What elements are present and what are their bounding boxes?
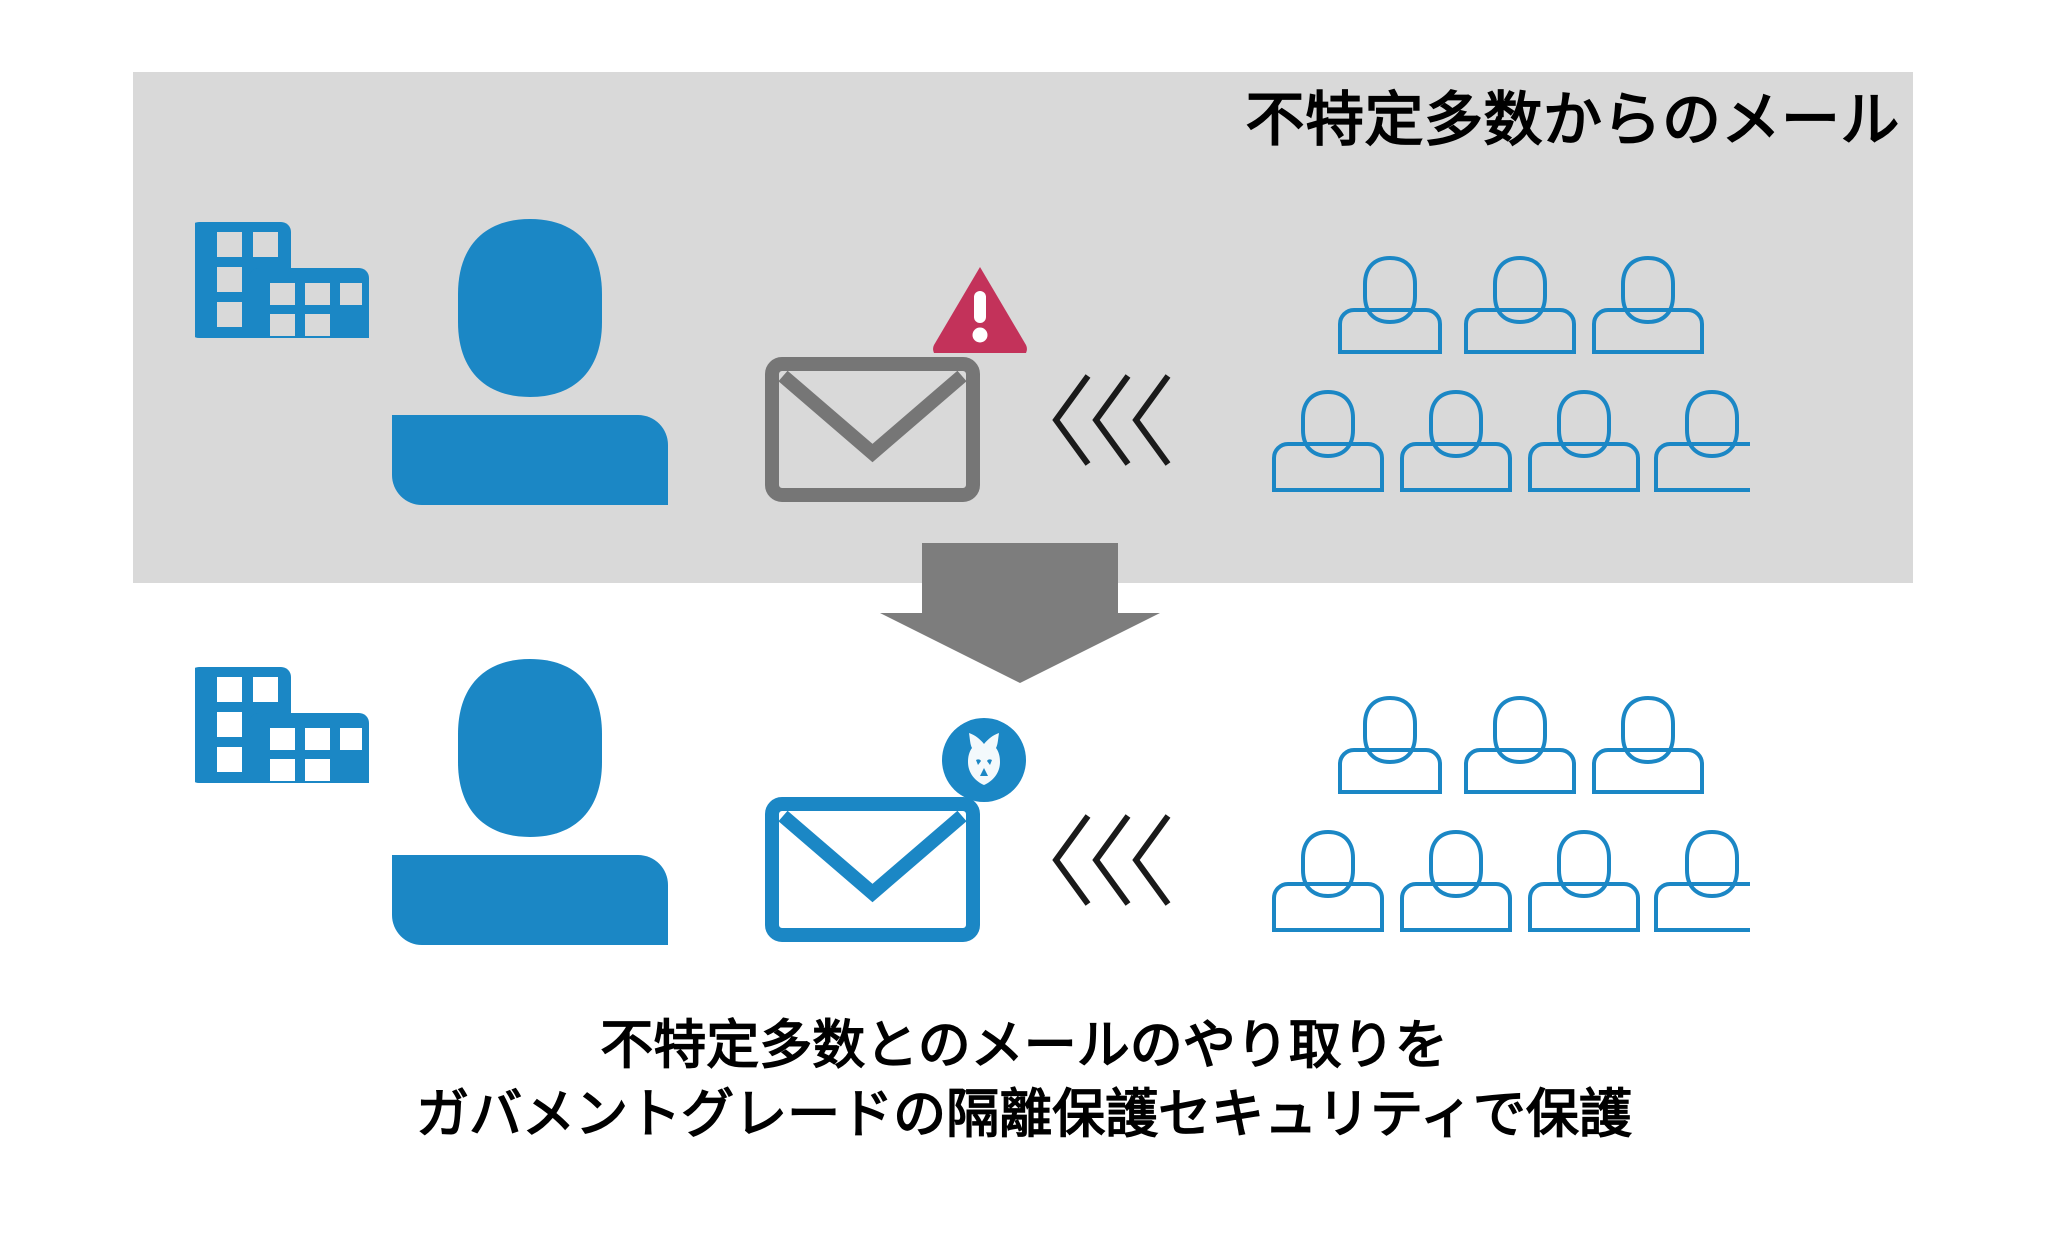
fox-shield-badge-icon	[942, 718, 1026, 802]
crowd-group-bottom	[1272, 695, 1750, 932]
caption-line-2: ガバメントグレードの隔離保護セキュリティで保護	[416, 1084, 1632, 1144]
office-building-icon	[195, 667, 369, 783]
caption-block: 不特定多数とのメールのやり取りを ガバメントグレードの隔離保護セキュリティで保護	[0, 1012, 2048, 1150]
triple-chevron-left-icon	[1052, 374, 1171, 466]
caption-line-1: 不特定多数とのメールのやり取りを	[600, 1016, 1448, 1075]
crowd-group-top	[1272, 255, 1750, 492]
envelope-outline-icon	[765, 797, 980, 942]
office-building-icon	[195, 222, 369, 338]
panel-title: 不特定多数からのメール	[1245, 87, 1900, 153]
triple-chevron-left-icon	[1052, 814, 1171, 906]
envelope-outline-icon	[765, 357, 980, 502]
person-solid-icon	[392, 659, 668, 945]
warning-triangle-icon	[933, 267, 1027, 353]
down-arrow-icon	[880, 543, 1160, 683]
person-solid-icon	[392, 219, 668, 505]
